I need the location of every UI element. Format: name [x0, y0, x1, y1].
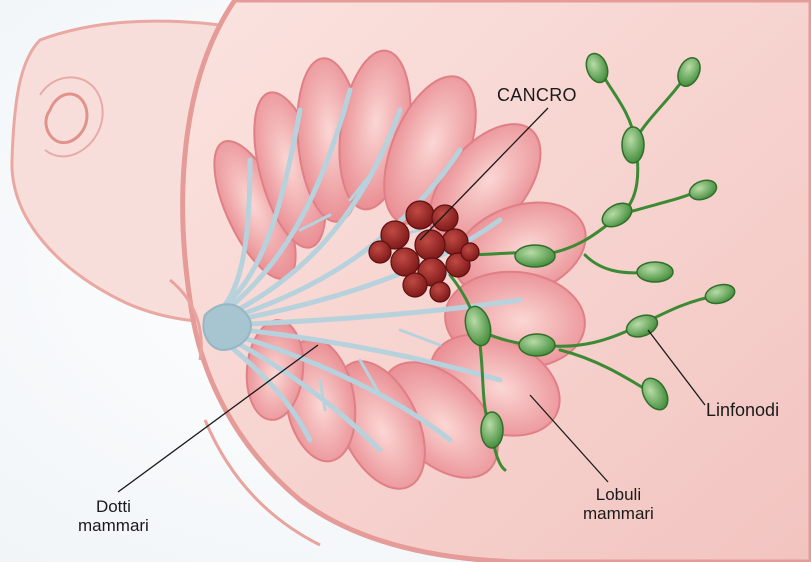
label-dotti-line1: Dotti [78, 497, 149, 516]
label-lobuli-line2: mammari [583, 504, 654, 523]
label-lobuli-line1: Lobuli [583, 485, 654, 504]
label-linfonodi: Linfonodi [706, 401, 779, 420]
label-dotti-mammari: Dotti mammari [78, 497, 149, 535]
label-dotti-line2: mammari [78, 516, 149, 535]
label-cancro: CANCRO [497, 86, 577, 105]
label-lobuli-mammari: Lobuli mammari [583, 485, 654, 523]
